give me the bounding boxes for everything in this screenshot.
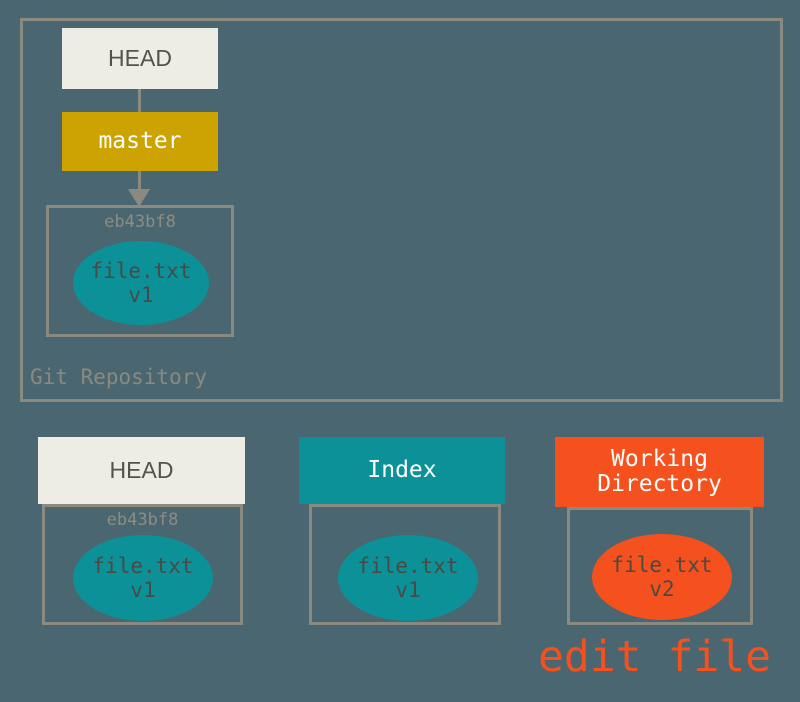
area-index-blob-version: v1 xyxy=(395,578,421,602)
connector-head-to-master xyxy=(138,89,141,114)
area-head-hash: eb43bf8 xyxy=(106,510,179,530)
area-working-directory-header-line2: Directory xyxy=(597,471,722,497)
repo-master-box: master xyxy=(62,112,218,171)
area-head-header-label: HEAD xyxy=(109,456,174,483)
repo-head-box: HEAD xyxy=(62,28,218,89)
repo-commit-blob: file.txt v1 xyxy=(73,241,209,325)
repo-commit-blob-version: v1 xyxy=(128,283,154,307)
area-working-directory-header: Working Directory xyxy=(555,437,764,507)
area-index-header-label: Index xyxy=(367,456,437,483)
area-head-header: HEAD xyxy=(38,437,245,504)
arrow-down-icon xyxy=(128,189,150,207)
repo-commit-hash: eb43bf8 xyxy=(104,212,176,232)
area-index-blob-filename: file.txt xyxy=(357,553,459,578)
area-working-directory-body: file.txt v2 xyxy=(567,507,753,625)
area-working-directory-header-line1: Working xyxy=(611,445,708,472)
repo-head-label: HEAD xyxy=(108,44,172,71)
repo-master-label: master xyxy=(98,127,182,154)
area-working-directory-blob-version: v2 xyxy=(649,577,675,601)
git-repository-frame xyxy=(20,18,783,402)
area-working-directory-blob: file.txt v2 xyxy=(592,534,732,620)
area-head-body: eb43bf8 file.txt v1 xyxy=(42,504,243,625)
connector-master-to-commit xyxy=(138,171,141,193)
area-head-blob-version: v1 xyxy=(130,578,156,602)
area-working-directory-blob-filename: file.txt xyxy=(611,552,713,577)
area-head-blob: file.txt v1 xyxy=(73,535,213,621)
area-index-header: Index xyxy=(299,437,505,504)
area-index-blob: file.txt v1 xyxy=(338,535,478,621)
repo-commit-blob-filename: file.txt xyxy=(90,258,192,283)
edit-file-caption: edit file xyxy=(538,632,771,682)
repo-commit-box: eb43bf8 file.txt v1 xyxy=(46,205,234,337)
git-repository-label: Git Repository xyxy=(30,365,208,389)
area-index-body: file.txt v1 xyxy=(309,504,501,625)
area-head-blob-filename: file.txt xyxy=(92,553,194,578)
